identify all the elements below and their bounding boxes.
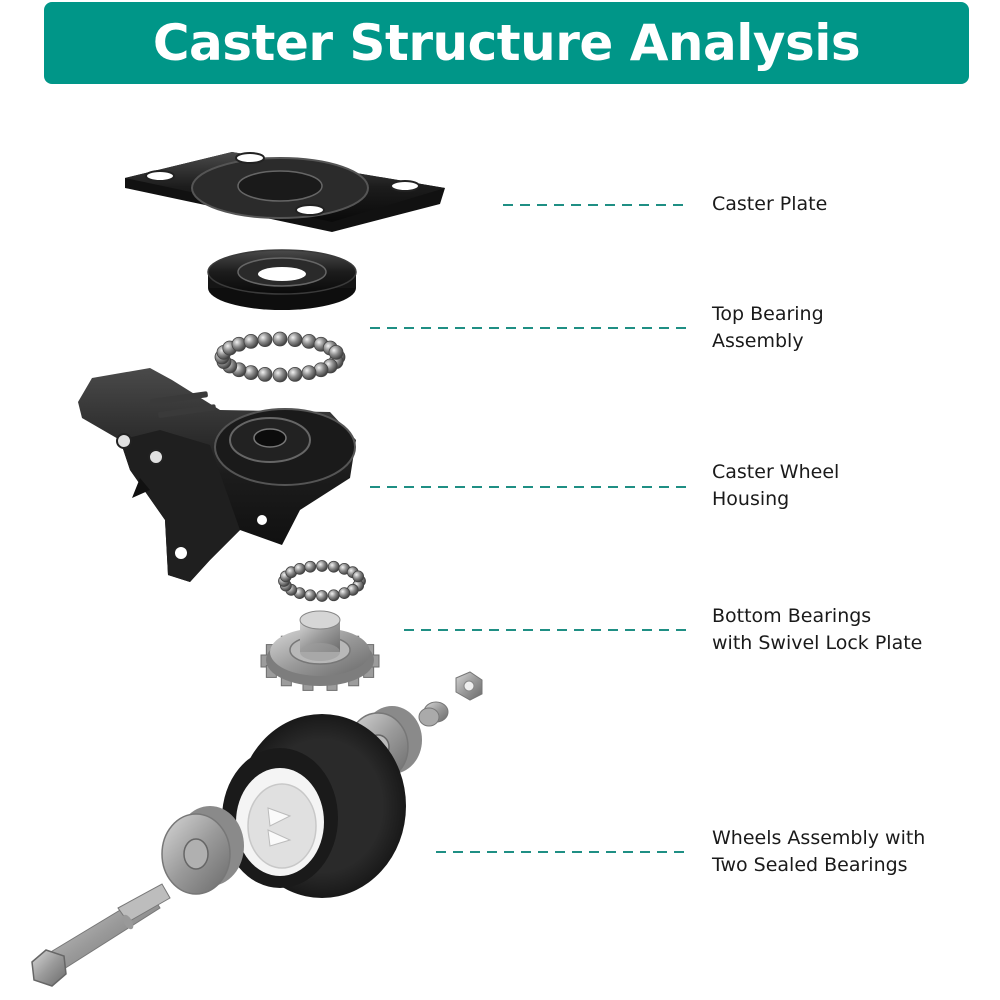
bearing-ball [328, 344, 344, 360]
bearing-ball [257, 332, 273, 348]
bearing-ball [352, 570, 365, 583]
bearing-ball [316, 560, 328, 572]
ball-ring-lower-icon [278, 560, 366, 602]
bearing-ball [304, 560, 317, 573]
wheel-housing-icon [78, 368, 356, 582]
bearing-ball [243, 334, 259, 349]
label-line: Caster Plate [712, 193, 828, 215]
bearing-ball [301, 365, 317, 380]
ball-ring-upper-icon [214, 331, 346, 383]
bearing-ball [257, 366, 273, 382]
label-wheels-assembly: Wheels Assembly with Two Sealed Bearings [712, 825, 925, 879]
label-line: Caster Wheel [712, 461, 840, 483]
label-caster-wheel-housing: Caster Wheel Housing [712, 459, 839, 513]
label-top-bearing-assembly: Top Bearing Assembly [712, 301, 824, 355]
label-line: Housing [712, 488, 790, 510]
bearing-ball [293, 562, 306, 575]
bearing-ball [272, 331, 288, 347]
bearing-ball [272, 367, 288, 383]
bearing-ball [338, 587, 351, 600]
bearing-ball [287, 366, 303, 382]
swivel-lock-plate-icon [260, 610, 380, 691]
bearing-ball [304, 589, 317, 602]
label-line: Two Sealed Bearings [712, 854, 908, 876]
bearing-ball [327, 560, 340, 573]
caster-plate-icon [125, 152, 445, 232]
label-line: Wheels Assembly with [712, 827, 926, 849]
top-bearing-icon [207, 249, 357, 310]
wheel-assembly-icon [31, 671, 483, 987]
bearing-ball [287, 332, 303, 348]
title-banner: Caster Structure Analysis [44, 2, 969, 84]
page-title: Caster Structure Analysis [152, 14, 861, 72]
label-line: Bottom Bearings [712, 605, 872, 627]
label-bottom-bearings-swivel-lock: Bottom Bearings with Swivel Lock Plate [712, 603, 922, 657]
label-line: Top Bearing [712, 303, 824, 325]
bearing-ball [316, 590, 328, 602]
bearing-ball [327, 589, 340, 602]
label-caster-plate: Caster Plate [712, 191, 827, 218]
label-line: Assembly [712, 330, 804, 352]
label-line: with Swivel Lock Plate [712, 632, 923, 654]
